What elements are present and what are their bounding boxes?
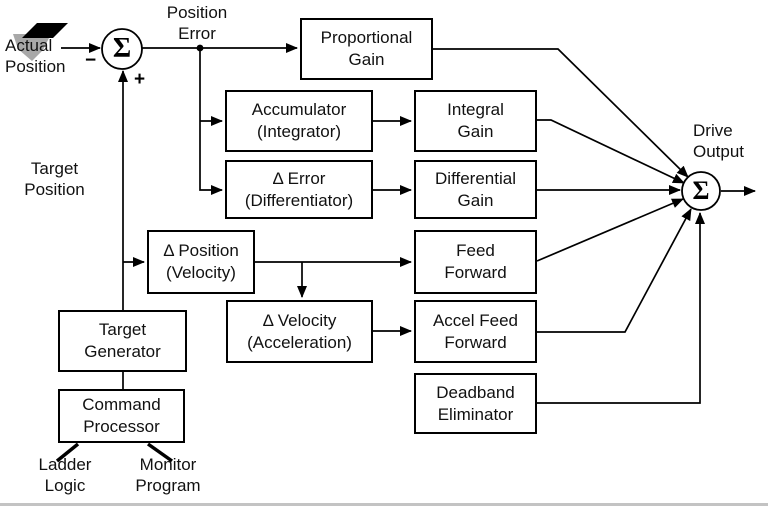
summing-junction-right [681,171,721,211]
block-delta-position: Δ Position (Velocity) [147,230,255,294]
plus-sign: + [134,69,146,90]
cursor-artifact-icon [13,23,68,61]
wire-feedforward-to-output-sum [536,198,684,262]
arrow-connectors [61,43,756,404]
block-accel-feed-forward: Accel Feed Forward [414,300,537,363]
block-deadband-eliminator: Deadband Eliminator [414,373,537,434]
label-ladder-logic: Ladder Logic [38,455,92,495]
thick-connectors [55,442,174,463]
wire-commandproc-ladderlogic [55,442,80,463]
wire-deadband-to-output-sum [537,212,705,404]
block-delta-error: Δ Error (Differentiator) [225,160,373,219]
sigma-symbol-right: Σ [692,176,710,205]
wire-commandproc-monitorprogram [146,442,174,463]
junction-dot [196,44,204,52]
minus-sign: − [85,50,97,71]
block-accumulator: Accumulator (Integrator) [225,90,373,152]
bottom-border-line [0,503,768,506]
label-target-position: Target Position [24,159,85,199]
block-delta-velocity: Δ Velocity (Acceleration) [226,300,373,363]
block-differential-gain: Differential Gain [414,160,537,219]
wire-integral-to-output-sum [537,119,685,184]
block-target-generator: Target Generator [58,310,187,372]
label-drive-output: Drive Output [693,121,745,161]
wire-proportional-to-output-sum [433,48,689,178]
block-proportional-gain: Proportional Gain [300,18,433,80]
block-command-processor: Command Processor [58,389,185,443]
block-integral-gain: Integral Gain [414,90,537,152]
label-actual-position: Actual Position [5,36,66,76]
sigma-symbol-left: Σ [112,33,132,64]
label-position-error: Position Error [166,3,228,43]
wire-accelff-to-output-sum [537,208,692,333]
block-feed-forward: Feed Forward [414,230,537,294]
summing-junction-left [101,28,143,70]
label-monitor-program: Monitor Program [135,455,201,495]
wire-error-to-deltaerror [199,48,223,195]
